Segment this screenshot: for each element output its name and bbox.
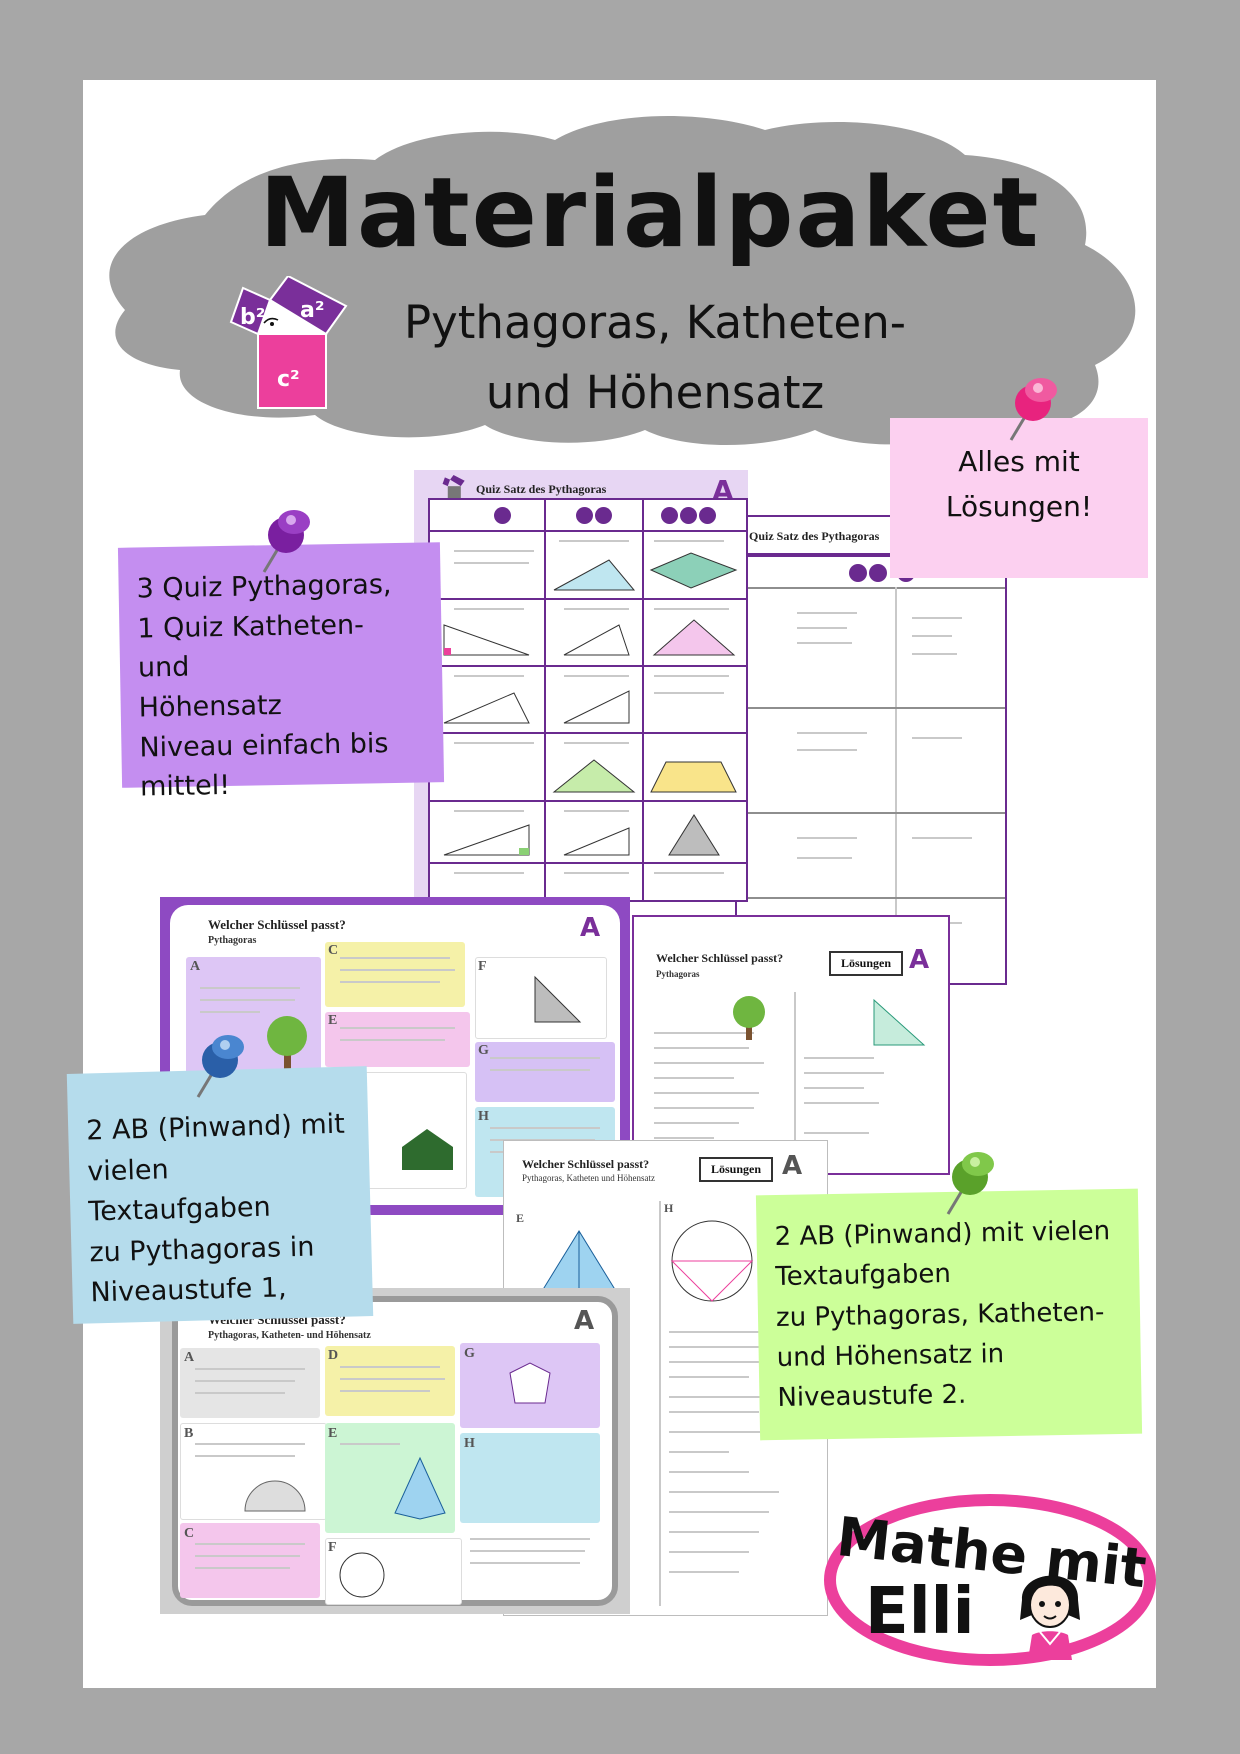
pythagoras-squares-icon xyxy=(229,276,348,409)
quiz-note-line3: Höhensatz xyxy=(138,690,283,724)
level1-note-line1: 2 AB (Pinwand) mit xyxy=(85,1108,346,1147)
level-letter: A xyxy=(580,913,601,943)
quiz-note-line2: 1 Quiz Katheten- und xyxy=(137,609,365,684)
level1-note-line4: Niveaustufe 1, xyxy=(90,1272,288,1309)
subtitle-line1: Pythagoras, Katheten- xyxy=(404,296,906,349)
a-squared-label: a² xyxy=(300,298,325,323)
quiz-sheet-1-title: Quiz Satz des Pythagoras xyxy=(476,482,607,496)
level1-note-line2: vielen Textaufgaben xyxy=(86,1153,272,1228)
level2-note-line3: zu Pythagoras, Katheten- xyxy=(775,1296,1105,1333)
blue-pushpin-icon xyxy=(196,1035,244,1098)
b-squared-label: b² xyxy=(240,305,266,330)
level2-note-line2: Textaufgaben xyxy=(775,1259,952,1293)
key-task-1-title: Welcher Schlüssel passt? xyxy=(208,917,346,932)
pythagoras-squares-icon xyxy=(442,475,465,501)
purple-pushpin-icon xyxy=(262,510,310,573)
quiz-note-line5: mittel! xyxy=(139,770,231,803)
solutions-note-line2: Lösungen! xyxy=(945,489,1093,523)
level-letter: A xyxy=(782,1151,803,1181)
solutions-note: Alles mit Lösungen! xyxy=(890,418,1148,578)
solutions-label: Lösungen xyxy=(699,1157,774,1182)
green-pushpin-icon xyxy=(946,1152,994,1215)
level-letter: A xyxy=(574,1306,595,1336)
pink-pushpin-icon xyxy=(1009,378,1057,441)
level-letter: A xyxy=(909,945,930,975)
key-solution-2-title: Welcher Schlüssel passt? xyxy=(522,1157,650,1171)
c-squared-label: c² xyxy=(277,367,300,392)
key-solution-1-sub: Pythagoras xyxy=(656,969,700,979)
level2-note-line5: Niveaustufe 2. xyxy=(777,1379,967,1414)
brand-line2: Elli xyxy=(865,1575,975,1649)
cover-title: Materialpaket xyxy=(259,157,1041,269)
title-cloud xyxy=(109,116,1136,446)
solutions-note-line1: Alles mit xyxy=(958,445,1080,478)
key-solution-sheet-1: Welcher Schlüssel passt? Pythagoras Lösu… xyxy=(632,915,950,1175)
subtitle-line2: und Höhensatz xyxy=(485,366,825,419)
brand-logo-oval xyxy=(824,1494,1156,1666)
level1-note-line3: zu Pythagoras in xyxy=(89,1231,315,1268)
key-task-1-sub: Pythagoras xyxy=(208,935,257,946)
quiz-sheet-2: Quiz Satz des Pythagoras xyxy=(735,515,1007,985)
elli-girl-icon xyxy=(1020,1575,1080,1660)
solutions-label: Lösungen xyxy=(829,951,904,976)
key-solution-2-sub: Pythagoras, Katheten und Höhensatz xyxy=(522,1173,655,1183)
quiz-sheet-2-title: Quiz Satz des Pythagoras xyxy=(749,529,880,543)
key-task-2-sub: Pythagoras, Katheten- und Höhensatz xyxy=(208,1330,371,1341)
quiz-sheet-1: Quiz Satz des Pythagoras A xyxy=(414,470,748,902)
key-task-sheet-2: Welcher Schlüssel passt? Pythagoras, Kat… xyxy=(160,1288,630,1614)
level2-note-line4: und Höhensatz in xyxy=(776,1338,1005,1373)
quiz-note-line4: Niveau einfach bis xyxy=(139,727,389,764)
key-solution-1-title: Welcher Schlüssel passt? xyxy=(656,951,784,965)
